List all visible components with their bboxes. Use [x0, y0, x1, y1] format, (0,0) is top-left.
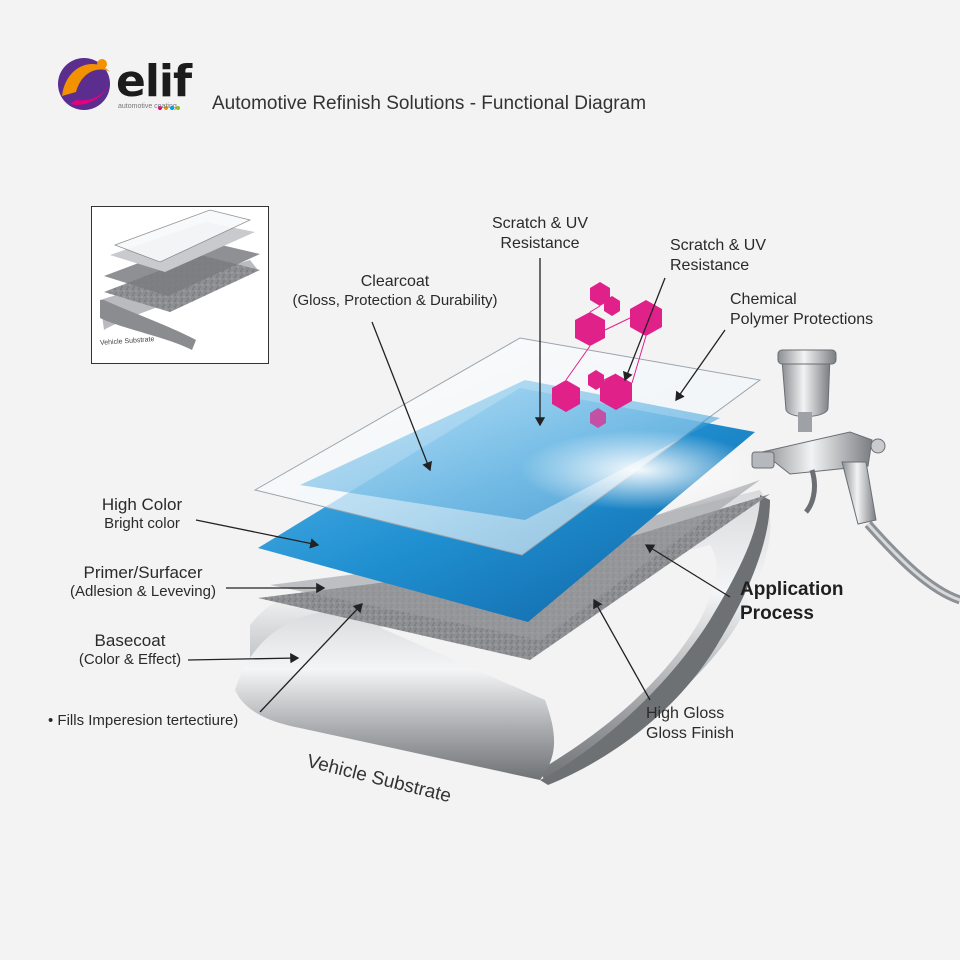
label-high-gloss: High Gloss Gloss Finish — [646, 704, 734, 744]
label-clearcoat: Clearcoat (Gloss, Protection & Durabilit… — [280, 272, 510, 311]
label-scratch-uv-1: Scratch & UV Resistance — [470, 214, 610, 254]
label-fills: • Fills Imperesion tertectiure) — [48, 712, 238, 731]
label-application-process: Application Process — [740, 578, 843, 626]
label-scratch-uv-2: Scratch & UV Resistance — [670, 236, 766, 276]
label-chemical: Chemical Polymer Protections — [730, 290, 873, 330]
brand-logo-text: elif — [116, 54, 191, 109]
spray-gun-icon — [752, 350, 960, 600]
brand-tagline: automotive coating — [118, 103, 177, 112]
label-primer-surfacer: Primer/Surfacer (Adlesion & Leveving) — [60, 562, 226, 602]
page-title: Automotive Refinish Solutions - Function… — [212, 92, 646, 116]
spray-mist — [520, 430, 760, 510]
label-high-color: High Color Bright color — [84, 494, 200, 534]
label-basecoat: Basecoat (Color & Effect) — [70, 630, 190, 670]
